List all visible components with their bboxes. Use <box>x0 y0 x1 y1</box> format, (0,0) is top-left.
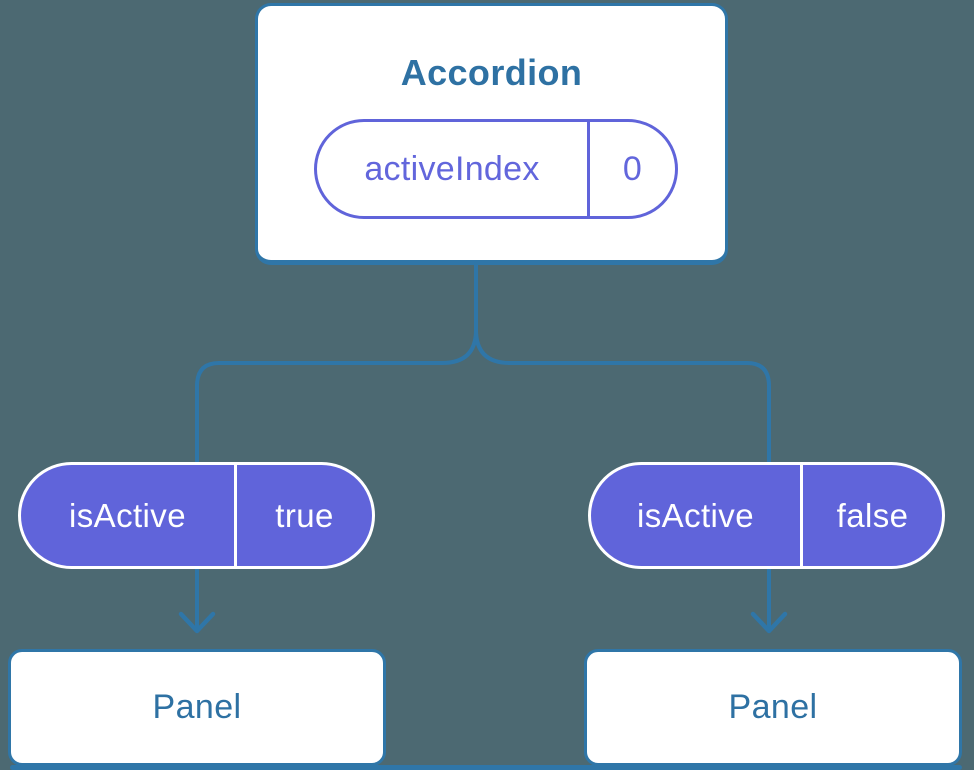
prop-pill-key: isActive <box>591 465 803 566</box>
prop-pill-value: false <box>836 496 909 534</box>
state-pill-key: activeIndex <box>317 122 590 216</box>
state-pill-value: 0 <box>622 149 643 188</box>
accordion-card: Accordion activeIndex 0 <box>255 3 728 265</box>
connector-branch-right <box>474 329 771 629</box>
bottom-baseline <box>10 765 962 770</box>
state-pill-activeindex: activeIndex 0 <box>314 119 678 219</box>
arrow-down-icon <box>178 611 216 634</box>
panel-card-right: Panel <box>584 649 962 766</box>
prop-pill-isactive-true: isActive true <box>18 462 375 569</box>
prop-pill-value: true <box>275 496 334 534</box>
connector-branch-left <box>195 329 478 629</box>
panel-card-left: Panel <box>8 649 386 766</box>
accordion-title: Accordion <box>400 52 583 93</box>
prop-pill-isactive-false: isActive false <box>588 462 945 569</box>
prop-pill-key: isActive <box>21 465 237 566</box>
arrow-down-icon <box>750 611 788 634</box>
